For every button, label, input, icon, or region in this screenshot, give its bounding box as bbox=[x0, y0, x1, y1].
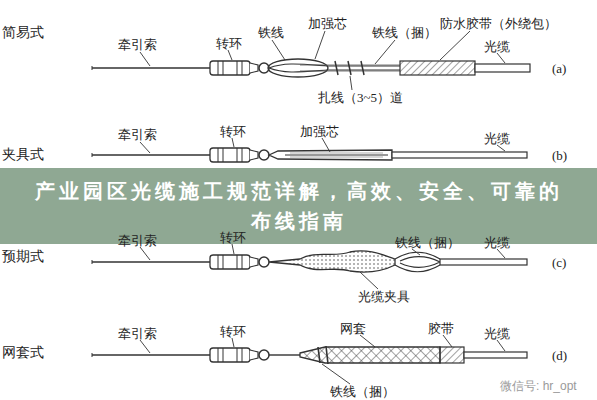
part-label: 光缆 bbox=[484, 40, 510, 53]
simple-method bbox=[92, 59, 530, 77]
callout-letter: (b) bbox=[552, 149, 567, 162]
method-name: 夹具式 bbox=[2, 148, 44, 162]
part-label: 扎线（3~5）道 bbox=[318, 91, 403, 104]
part-label: 牵引索 bbox=[118, 234, 157, 247]
part-label: 牵引索 bbox=[118, 327, 157, 340]
method-name: 预期式 bbox=[2, 250, 44, 264]
leader-lines-b bbox=[140, 138, 505, 153]
leader-lines-d bbox=[140, 335, 505, 384]
part-label: 网套 bbox=[340, 322, 366, 335]
part-label: 铁线 bbox=[258, 26, 284, 39]
callout-letter: (d) bbox=[552, 349, 567, 362]
part-label: 光缆夹具 bbox=[358, 290, 410, 303]
mesh-sock-method bbox=[92, 346, 527, 364]
clamp-method bbox=[92, 148, 527, 162]
method-name: 简易式 bbox=[2, 26, 44, 40]
part-label: 转环 bbox=[220, 125, 246, 138]
part-label: 光缆 bbox=[484, 132, 510, 145]
watermark: 微信号: hr_opt bbox=[500, 380, 577, 392]
part-label: 转环 bbox=[220, 231, 246, 244]
part-label: 铁线（捆） bbox=[330, 385, 395, 398]
part-label: 铁线（捆） bbox=[395, 236, 460, 249]
leader-lines-a bbox=[140, 31, 505, 90]
part-label: 加强芯 bbox=[308, 17, 347, 30]
method-name: 网套式 bbox=[2, 346, 44, 360]
part-label: 转环 bbox=[220, 325, 246, 338]
preformed-method bbox=[92, 251, 527, 272]
part-label: 光缆 bbox=[484, 236, 510, 249]
part-label: 牵引索 bbox=[118, 128, 157, 141]
title: 产业园区光缆施工规范详解，高效、安全、可靠的布线指南 bbox=[29, 176, 569, 236]
part-label: 加强芯 bbox=[300, 125, 339, 138]
callout-letter: (a) bbox=[552, 62, 566, 75]
part-label: 转环 bbox=[216, 37, 242, 50]
leader-lines-c bbox=[140, 244, 505, 289]
part-label: 光缆 bbox=[484, 327, 510, 340]
title-banner: 产业园区光缆施工规范详解，高效、安全、可靠的布线指南 bbox=[0, 168, 597, 244]
part-label: 防水胶带（外绕包） bbox=[440, 17, 557, 30]
part-label: 胶带 bbox=[428, 322, 454, 335]
callout-letter: (c) bbox=[552, 256, 566, 269]
part-label: 铁线（捆） bbox=[372, 26, 437, 39]
part-label: 牵引索 bbox=[118, 38, 157, 51]
